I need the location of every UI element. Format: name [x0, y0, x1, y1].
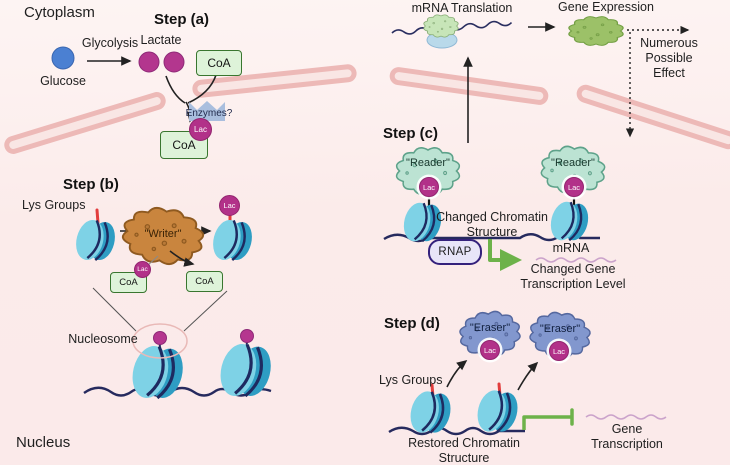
reader-label: "Reader"	[551, 157, 595, 169]
gene-transcription-label: Gene Transcription	[591, 422, 663, 451]
nucleosome-icon	[125, 340, 190, 404]
gene-expression-label: Gene Expression	[558, 0, 654, 14]
step-c-title: Step (c)	[383, 125, 439, 142]
step-a-art	[51, 46, 225, 123]
lac-badge: Lac	[219, 195, 240, 216]
step-c-art	[383, 143, 617, 271]
nucleosome-icon	[207, 215, 257, 265]
step-b-art	[70, 202, 278, 404]
lactyl-mark-icon	[240, 329, 254, 343]
lac-badge: Lac	[549, 341, 569, 361]
nucleus-label: Nucleus	[16, 434, 71, 451]
coa-box: CoA	[110, 272, 147, 293]
coa-box: CoA	[186, 271, 223, 292]
nucleosome-icon	[545, 197, 593, 245]
step-b-title: Step (b)	[63, 176, 119, 193]
changed-chromatin-label: Changed Chromatin Structure	[436, 210, 548, 239]
nucleosome-icon	[405, 387, 456, 437]
step-d-title: Step (d)	[384, 315, 440, 332]
glycolysis-label: Glycolysis	[81, 36, 139, 50]
nucleosome-label: Nucleosome	[68, 332, 138, 346]
enzymes-label: Enzymes?	[185, 108, 233, 119]
coa-box: CoA	[196, 50, 242, 76]
lactate-label: Lactate	[140, 33, 182, 47]
lac-badge: Lac	[564, 177, 584, 197]
lys-groups-label: Lys Groups	[379, 373, 443, 387]
lac-badge: Lac	[189, 118, 212, 141]
changed-gene-transcription-label: Changed Gene Transcription Level	[520, 262, 626, 291]
lys-groups-label: Lys Groups	[22, 198, 86, 212]
nucleosome-icon	[472, 386, 523, 436]
restored-chromatin-label: Restored Chromatin Structure	[408, 436, 520, 465]
reader-label: "Reader"	[406, 157, 450, 169]
nucleosome-icon	[70, 215, 120, 265]
eraser-label: "Eraser"	[469, 322, 511, 334]
cytoplasm-label: Cytoplasm	[24, 4, 95, 21]
lac-badge: Lac	[134, 261, 151, 278]
top-flow-art	[391, 14, 690, 143]
lac-badge: Lac	[419, 177, 439, 197]
rnap-pill: RNAP	[428, 239, 482, 265]
lactyl-mark-icon	[153, 331, 167, 345]
step-d-art	[388, 308, 667, 437]
writer-label: "Writer"	[144, 228, 182, 240]
lac-badge: Lac	[480, 340, 500, 360]
numerous-possible-effect-label: Numerous Possible Effect	[640, 36, 698, 80]
glucose-label: Glucose	[40, 74, 86, 88]
eraser-label: "Eraser"	[539, 323, 581, 335]
magnifier-ellipse-icon	[132, 323, 188, 359]
step-a-title: Step (a)	[154, 11, 210, 28]
mrna-translation-label: mRNA Translation	[411, 1, 513, 15]
mrna-label: mRNA	[552, 241, 590, 255]
protein-blob-icon	[568, 15, 624, 47]
ribosome-large-subunit-icon	[423, 14, 459, 38]
enzyme-shape-icon	[189, 101, 225, 121]
